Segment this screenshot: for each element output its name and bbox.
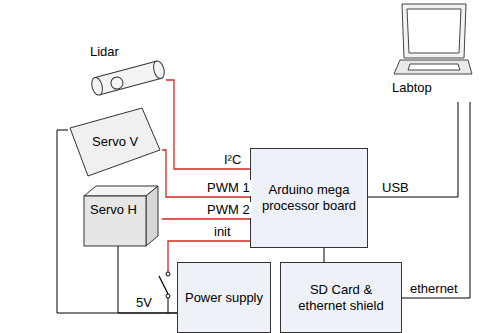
signal-name: ethernet (408, 281, 460, 297)
servo-h-cube (84, 186, 158, 246)
laptop-icon (394, 4, 472, 74)
servo-box: Servo V (68, 106, 162, 178)
connector (162, 218, 250, 219)
switch-contact (166, 272, 170, 276)
signal-name: 5V (134, 295, 154, 311)
node-text: Arduino mega processor board (256, 182, 362, 213)
connector (166, 80, 250, 169)
node-text: Power supply (185, 290, 263, 306)
node-text: Servo V (92, 134, 138, 150)
signal-name: init (212, 224, 233, 240)
signal-name: USB (380, 180, 411, 196)
switch-blade (159, 276, 168, 294)
processor-box: Arduino mega processor board (250, 148, 368, 248)
lidar-sensor: Lidar (86, 44, 166, 100)
connector (324, 248, 325, 262)
signal-name: PWM 1 (205, 180, 252, 196)
shield-box: SD Card & ethernet shield (280, 262, 402, 333)
signal-name: PWM 2 (205, 202, 252, 218)
connector (118, 246, 177, 313)
signal-name: I²C (222, 152, 243, 168)
switch-wire (168, 298, 169, 313)
connector (402, 102, 470, 298)
power-box: Power supply (177, 262, 271, 333)
servo-box: Servo H (84, 184, 162, 246)
laptop: Labtop (370, 2, 476, 102)
servo-v-shape (70, 108, 160, 176)
node-text: Lidar (90, 44, 119, 60)
node-text: SD Card & ethernet shield (286, 282, 396, 313)
node-text: Labtop (392, 80, 432, 96)
lidar-body (90, 60, 166, 97)
connector (368, 102, 458, 197)
node-text: Servo H (90, 202, 137, 218)
switch-contact (166, 294, 170, 298)
